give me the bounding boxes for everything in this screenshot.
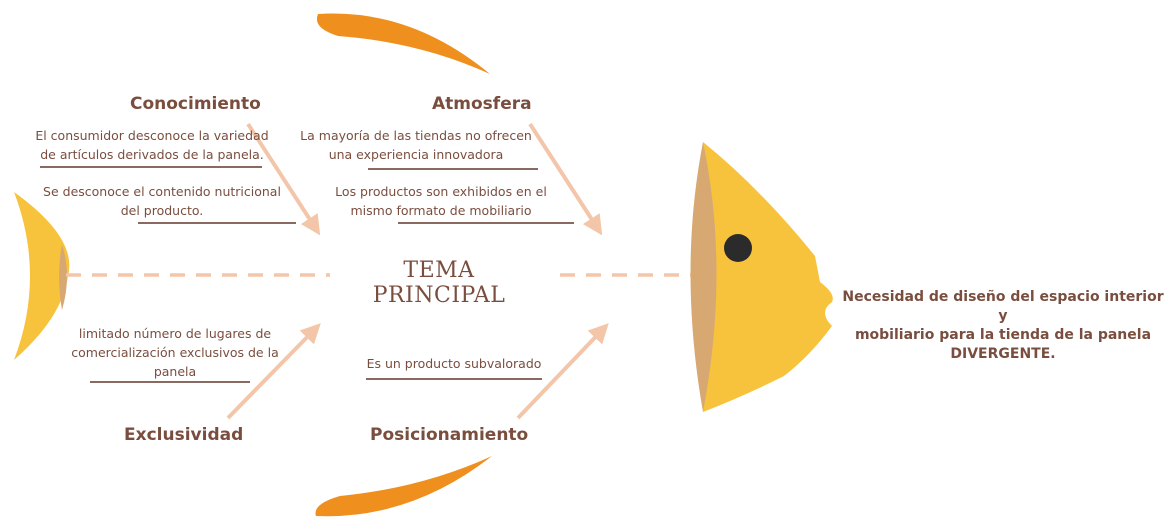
cause-line: panela xyxy=(153,364,197,379)
problem-statement: Necesidad de diseño del espacio interior… xyxy=(838,288,1168,364)
problem-line: Necesidad de diseño del espacio interior… xyxy=(842,289,1164,324)
cause-posicionamiento-1: Es un producto subvalorado xyxy=(356,354,552,373)
cause-line: Es un producto subvalorado xyxy=(366,356,542,371)
cause-line: comercialización exclusivos de la xyxy=(71,345,279,360)
fish-face-shape xyxy=(690,142,717,412)
bottom-fin-shape xyxy=(315,456,492,517)
bone-arrow-atmosfera xyxy=(528,122,603,236)
category-conocimiento-label: Conocimiento xyxy=(130,94,261,114)
category-posicionamiento-label: Posicionamiento xyxy=(370,425,529,445)
bone-arrow-posicionamiento xyxy=(516,323,609,420)
cause-line: del producto. xyxy=(120,203,204,218)
category-exclusividad-label: Exclusividad xyxy=(124,425,244,445)
cause-line: Se desconoce el contenido nutricional xyxy=(43,184,281,199)
cause-line: mismo formato de mobiliario xyxy=(350,203,532,218)
bone-arrow-conocimiento xyxy=(246,122,321,236)
problem-line: mobiliario para la tienda de la panela xyxy=(854,327,1152,343)
cause-exclusividad-1: limitado número de lugares de comerciali… xyxy=(60,324,290,381)
cause-line: limitado número de lugares de xyxy=(78,326,272,341)
category-atmosfera-label: Atmosfera xyxy=(432,94,532,114)
cause-line: de artículos derivados de la panela. xyxy=(40,147,264,162)
cause-line: La mayoría de las tiendas no ofrecen xyxy=(300,128,532,143)
cause-conocimiento-2: Se desconoce el contenido nutricional de… xyxy=(36,182,288,220)
bone-arrow-exclusividad xyxy=(226,323,321,420)
cause-line: una experiencia innovadora xyxy=(328,147,504,162)
cause-atmosfera-1: La mayoría de las tiendas no ofrecen una… xyxy=(296,126,536,164)
cause-line: El consumidor desconoce la variedad xyxy=(35,128,269,143)
top-fin-shape xyxy=(316,13,490,74)
tail-shape xyxy=(14,192,70,360)
main-topic-label: TEMA PRINCIPAL xyxy=(334,258,544,308)
tail-joint-shape xyxy=(59,244,67,310)
fish-head-shape xyxy=(703,142,833,412)
fish-eye-shape xyxy=(724,234,752,262)
cause-atmosfera-2: Los productos son exhibidos en el mismo … xyxy=(326,182,556,220)
cause-conocimiento-1: El consumidor desconoce la variedad de a… xyxy=(28,126,276,164)
cause-line: Los productos son exhibidos en el xyxy=(335,184,547,199)
problem-line: DIVERGENTE. xyxy=(950,346,1056,362)
